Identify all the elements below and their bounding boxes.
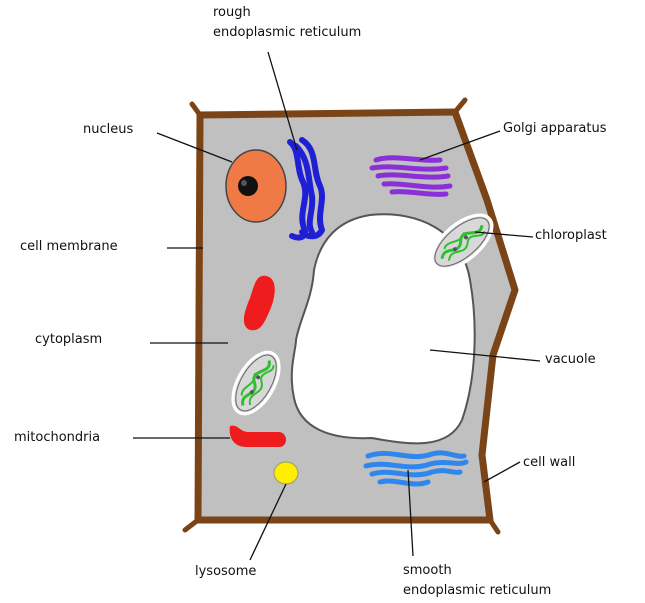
label-cell-wall: cell wall: [523, 454, 575, 471]
nucleolus: [238, 176, 258, 196]
label-smooth-er-line2: endoplasmic reticulum: [403, 582, 551, 599]
nucleolus-highlight: [241, 180, 247, 186]
label-smooth-er-line1: smooth: [403, 562, 452, 579]
label-chloroplast: chloroplast: [535, 227, 607, 244]
label-golgi-apparatus: Golgi apparatus: [503, 120, 607, 137]
lysosome: [274, 462, 298, 484]
label-cytoplasm: cytoplasm: [35, 331, 102, 348]
label-cell-membrane: cell membrane: [20, 238, 118, 255]
label-vacuole: vacuole: [545, 351, 596, 368]
label-nucleus: nucleus: [83, 121, 133, 138]
label-lysosome: lysosome: [195, 563, 256, 580]
label-rough-er-line1: rough: [213, 4, 251, 21]
label-rough-er-line2: endoplasmic reticulum: [213, 24, 361, 41]
label-mitochondria: mitochondria: [14, 429, 100, 446]
